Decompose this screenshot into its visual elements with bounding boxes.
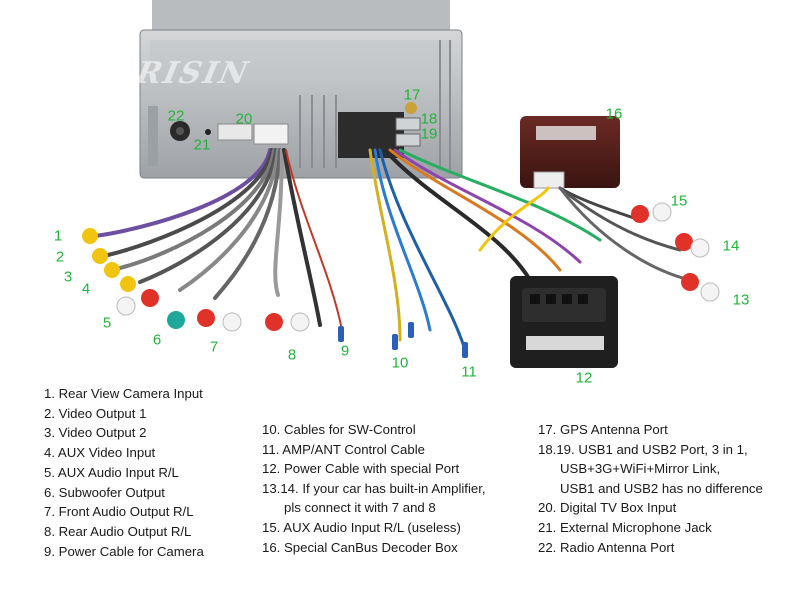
legend-item: 8. Rear Audio Output R/L: [44, 523, 192, 539]
power-connector: [510, 276, 618, 368]
legend-item: 17. GPS Antenna Port: [538, 422, 668, 437]
rca-plugs-left: [82, 228, 310, 332]
callout-19: 19: [420, 125, 438, 143]
wiring-harness-illustration: [82, 0, 720, 368]
legend-item: 12. Power Cable with special Port: [262, 461, 460, 477]
legend-item: 21. External Microphone Jack: [538, 520, 712, 535]
legend-item: USB+3G+WiFi+Mirror Link,: [560, 461, 721, 477]
brand-watermark: ERISIN: [108, 56, 253, 91]
legend-item: 20. Digital TV Box Input: [538, 500, 677, 516]
callout-5: 5: [102, 314, 112, 332]
legend-item: 9. Power Cable for Camera: [44, 543, 204, 559]
rca-plugs-right: [631, 202, 720, 302]
legend-item: 16. Special CanBus Decoder Box: [262, 539, 458, 555]
callout-22: 22: [167, 107, 185, 125]
legend-item: 7. Front Audio Output R/L: [44, 504, 194, 520]
callout-9: 9: [340, 342, 350, 360]
callout-4: 4: [81, 280, 91, 298]
callout-1: 1: [53, 227, 63, 245]
callout-12: 12: [575, 369, 593, 387]
callout-10: 10: [391, 354, 409, 372]
callout-2: 2: [55, 248, 65, 266]
canbus-decoder-box: [520, 116, 620, 189]
callout-21: 21: [193, 136, 211, 154]
legend-item: 1. Rear View Camera Input: [44, 386, 203, 401]
callout-16: 16: [605, 105, 623, 123]
legend-item: USB1 and USB2 has no difference: [560, 480, 763, 496]
legend-item: 18.19. USB1 and USB2 Port, 3 in 1,: [538, 441, 748, 457]
callout-7: 7: [209, 338, 219, 356]
callout-20: 20: [235, 110, 253, 128]
callout-13: 13: [732, 291, 750, 309]
legend-item: 4. AUX Video Input: [44, 445, 156, 461]
legend-item: 11. AMP/ANT Control Cable: [262, 441, 425, 457]
callout-18: 18: [420, 110, 438, 128]
legend-item: 22. Radio Antenna Port: [538, 539, 675, 555]
legend-item: 10. Cables for SW-Control: [262, 422, 416, 437]
callout-6: 6: [152, 331, 162, 349]
callout-14: 14: [722, 237, 740, 255]
wire-bundle: [93, 148, 692, 352]
head-unit-chassis: [139, 0, 463, 179]
callout-3: 3: [63, 268, 73, 286]
legend-item: 6. Subwoofer Output: [44, 484, 165, 500]
legend-item: 5. AUX Audio Input R/L: [44, 464, 179, 480]
callout-15: 15: [670, 192, 688, 210]
legend-item: 3. Video Output 2: [44, 425, 147, 441]
legend-item: 2. Video Output 1: [44, 405, 147, 421]
legend-item: pls connect it with 7 and 8: [284, 500, 436, 516]
callout-17: 17: [403, 86, 421, 104]
callout-11: 11: [461, 363, 477, 381]
legend-item: 15. AUX Audio Input R/L (useless): [262, 520, 461, 535]
wire-tips: [338, 322, 468, 358]
legend-item: 13.14. If your car has built-in Amplifie…: [262, 480, 486, 496]
callout-8: 8: [287, 346, 297, 364]
